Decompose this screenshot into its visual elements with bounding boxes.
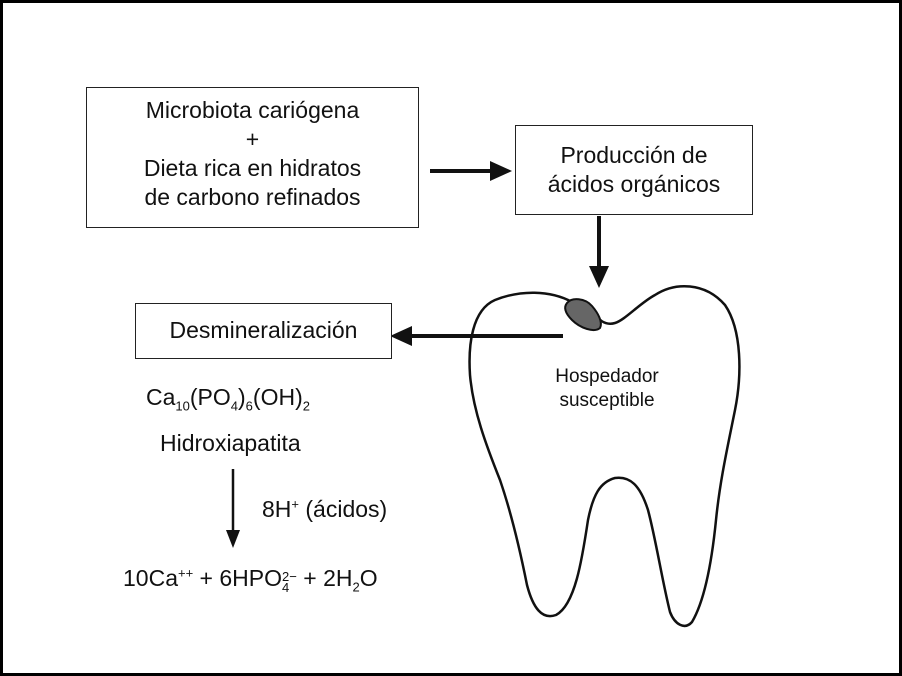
hydroxyapatite-formula: Ca10(PO4)6(OH)2	[146, 384, 310, 414]
products-hpo-sup: 2−	[282, 569, 297, 584]
tooth-label-line1: Hospedador	[555, 366, 659, 387]
arrow-to-demineralization	[390, 326, 563, 346]
acid-note-h: 8H	[262, 496, 292, 522]
arrow-to-acid-production	[430, 161, 512, 181]
products-ca: 10Ca	[123, 565, 178, 591]
box1-line3: Dieta rica en hidratos	[143, 155, 362, 181]
acid-production-box: Producción de ácidos orgánicos	[515, 125, 753, 215]
tooth-outline	[468, 285, 741, 628]
arrow-to-tooth	[589, 216, 609, 288]
products-o: O	[359, 565, 378, 591]
cariogenic-factors-box: Microbiota cariógena + Dieta rica en hid…	[86, 87, 419, 228]
formula-po4-sub: 4	[230, 398, 238, 414]
products-hpo-sub: 4	[282, 580, 290, 595]
formula-oh-sub: 2	[302, 398, 310, 414]
tooth-label-line2: susceptible	[559, 390, 655, 411]
box1-plus: +	[245, 126, 260, 152]
hydroxyapatite-label: Hidroxiapatita	[160, 430, 301, 456]
formula-six-sub: 6	[245, 398, 253, 414]
formula-ca-sub: 10	[175, 398, 190, 414]
arrow-reaction	[226, 469, 240, 548]
demineralization-label: Desmineralización	[169, 317, 358, 343]
products-ca-sup: ++	[177, 565, 194, 581]
products-hpo: + 6HPO	[193, 565, 283, 591]
tooth-label: Hospedador susceptible	[532, 365, 682, 413]
formula-ca: Ca	[146, 384, 176, 410]
demineralization-box: Desmineralización	[135, 303, 392, 359]
box2-line2: ácidos orgánicos	[547, 171, 721, 197]
box2-line1: Producción de	[560, 142, 708, 168]
caries-lesion	[564, 298, 602, 331]
acid-note: 8H+ (ácidos)	[262, 496, 387, 523]
acid-note-rest: (ácidos)	[299, 496, 388, 522]
formula-oh: (OH)	[252, 384, 303, 410]
box1-line1: Microbiota cariógena	[145, 97, 360, 123]
products-h-sub: 2	[352, 579, 360, 595]
products-h: + 2H	[296, 565, 353, 591]
acid-note-sup: +	[291, 496, 299, 512]
formula-po4: (PO	[189, 384, 231, 410]
box1-line4: de carbono refinados	[144, 184, 361, 210]
formula-po4-close: )	[238, 384, 246, 410]
products-hpo-charge: 2−4	[282, 569, 297, 595]
